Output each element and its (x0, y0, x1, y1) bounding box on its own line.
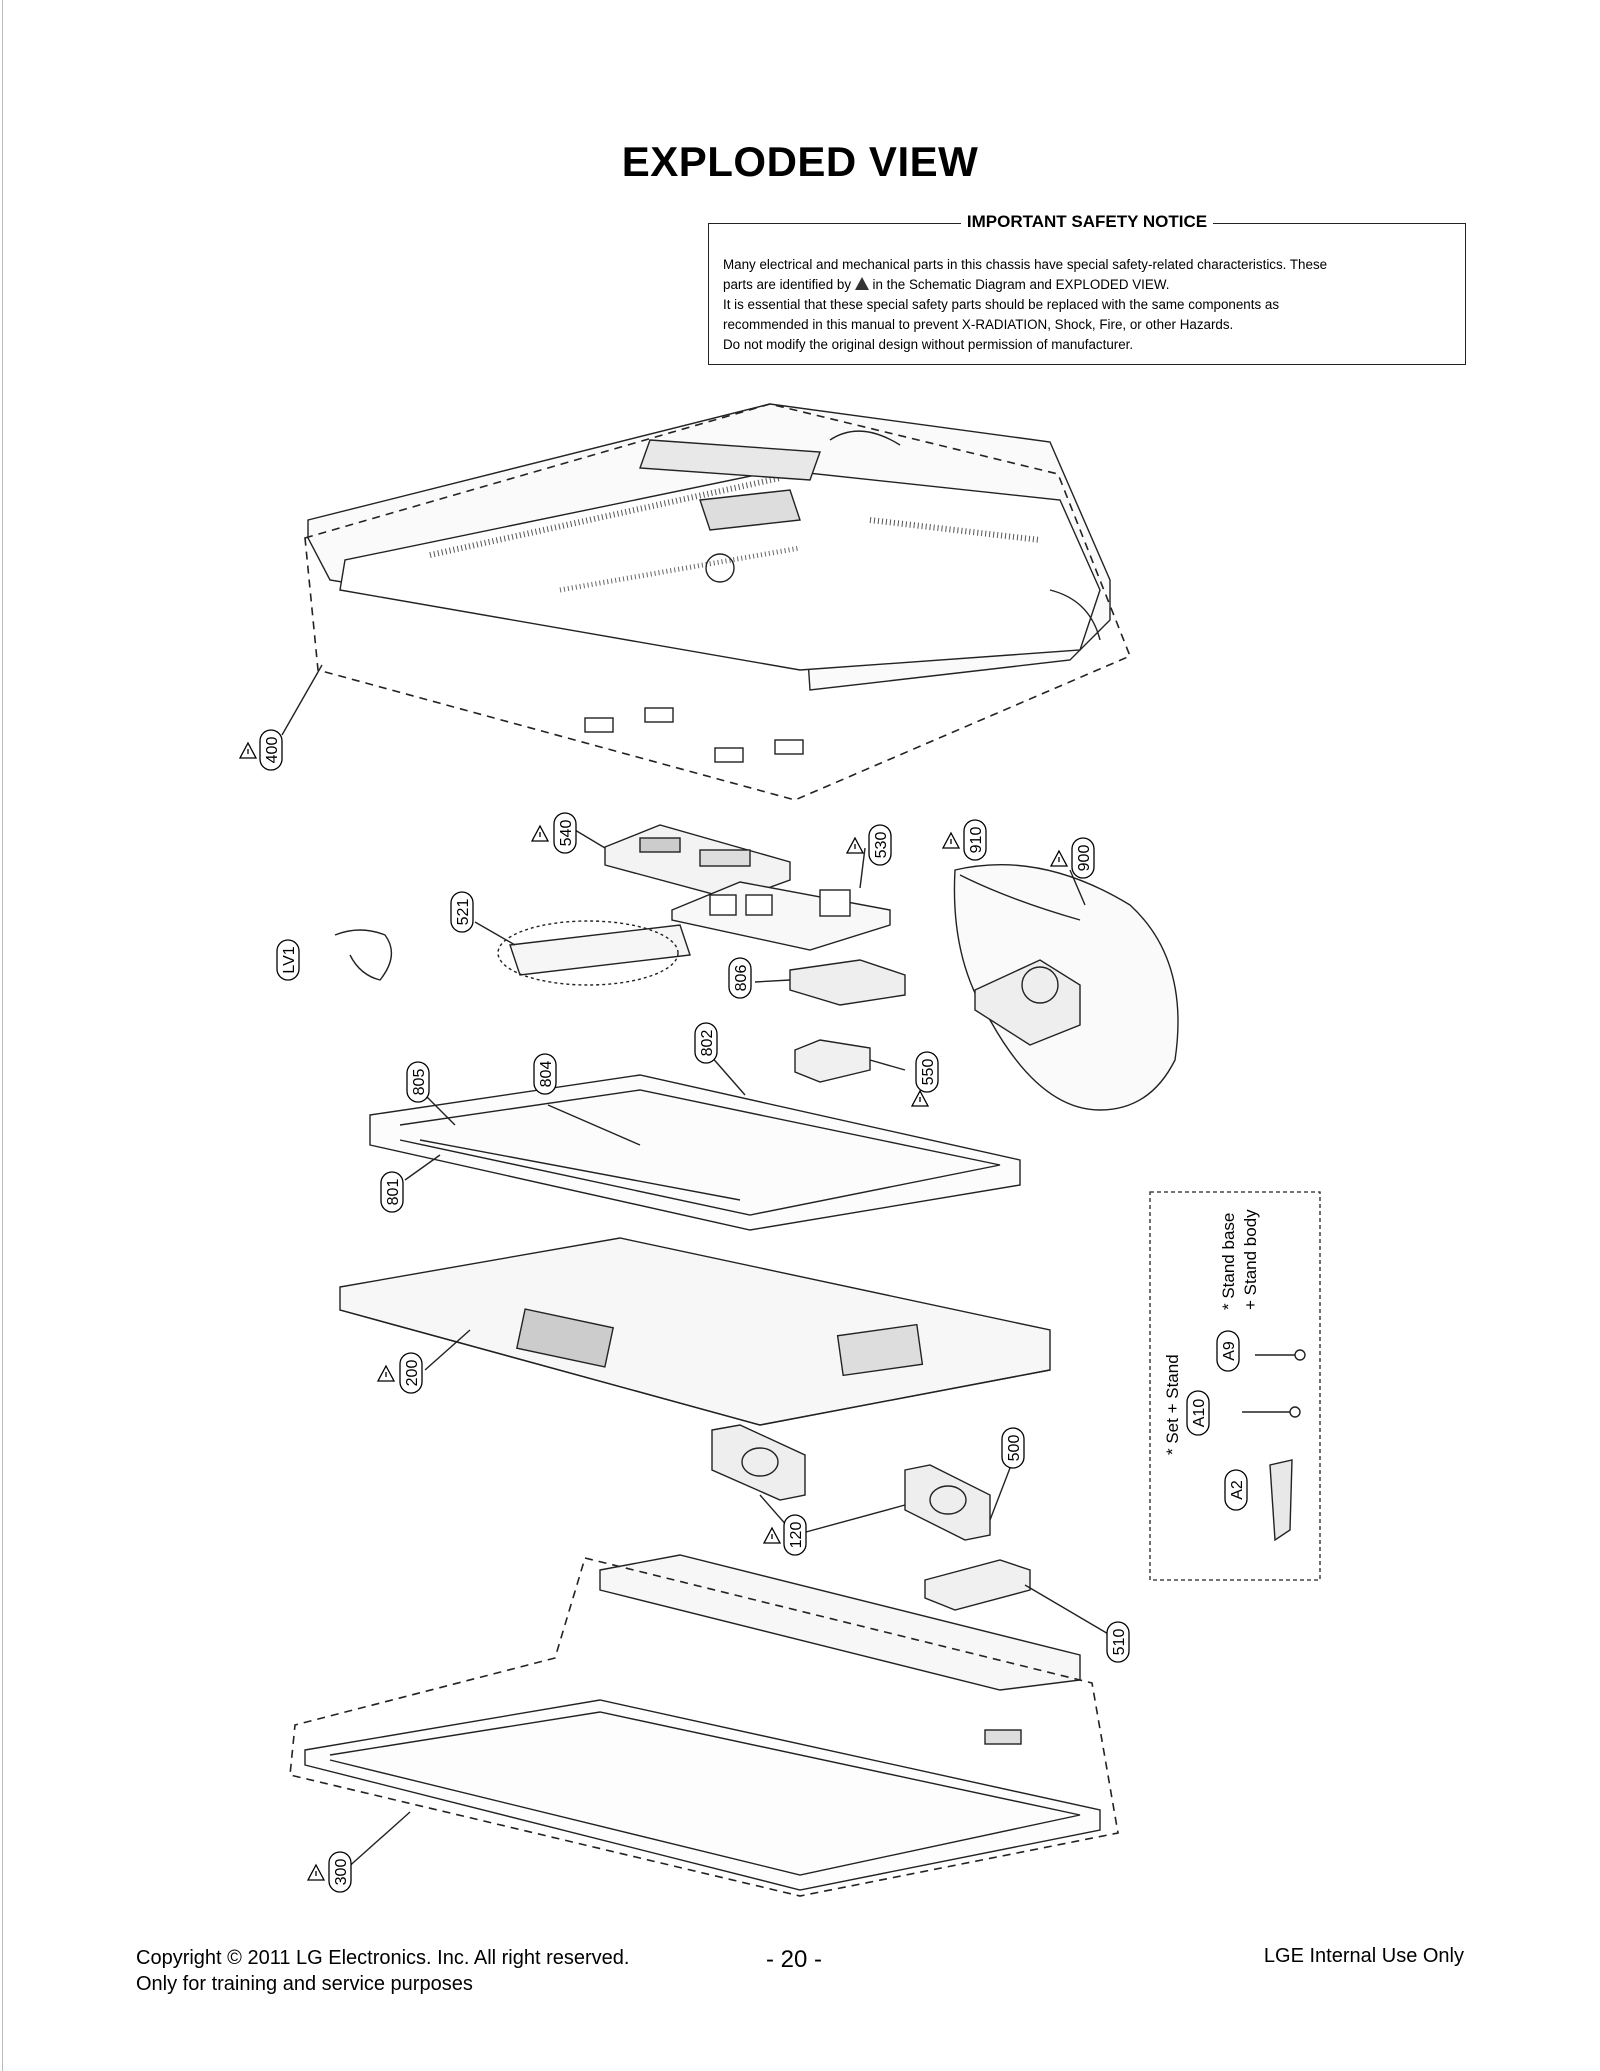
callout-510: 510 (1106, 1621, 1130, 1663)
screw-a9-part (1255, 1349, 1306, 1361)
callout-400: 400 (259, 729, 283, 771)
stand-accessory-box (1149, 1191, 1321, 1581)
svg-text:521: 521 (455, 899, 472, 926)
stand-body-label: + Stand body (1241, 1209, 1260, 1310)
ir-board-part (924, 1559, 1031, 1611)
power-board-part (671, 881, 891, 951)
callout-300: 300 (328, 1851, 352, 1893)
svg-text:120: 120 (788, 1522, 805, 1549)
notice-line-2: in the Schematic Diagram and EXPLODED VI… (872, 277, 1170, 292)
callout-805: 805 (406, 1061, 430, 1103)
callout-a10: A10 (1186, 1390, 1210, 1436)
svg-text:805: 805 (411, 1069, 428, 1096)
callout-500: 500 (1001, 1427, 1025, 1469)
callout-550: 550 (915, 1051, 939, 1093)
callout-521: 521 (450, 891, 474, 933)
page-title: EXPLODED VIEW (621, 138, 979, 185)
copyright-text: Copyright © 2011 LG Electronics. Inc. Al… (136, 1947, 630, 1969)
back-cover-group-outline (304, 403, 1132, 801)
svg-text:806: 806 (733, 965, 750, 992)
svg-text:801: 801 (385, 1179, 402, 1206)
callout-804: 804 (533, 1053, 557, 1095)
svg-text:A10: A10 (1191, 1399, 1208, 1428)
svg-text:802: 802 (699, 1030, 716, 1057)
callout-900: 900 (1071, 837, 1095, 879)
bracket-806-part (789, 959, 906, 1006)
internal-use-text: LGE Internal Use Only (1263, 1945, 1464, 1967)
side-bracket-part (497, 920, 691, 986)
front-cover-part (304, 1554, 1101, 1891)
warning-triangle-icon (854, 277, 869, 290)
chassis-part (339, 1237, 1051, 1426)
cover-a2-part (1269, 1459, 1293, 1542)
callout-806: 806 (728, 957, 752, 999)
callout-530: 530 (868, 824, 892, 866)
module-550-part (794, 1039, 871, 1083)
stand-part (953, 863, 1179, 1111)
safety-notice-box: IMPORTANT SAFETY NOTICE Many electrical … (708, 212, 1466, 365)
svg-text:LV1: LV1 (281, 946, 298, 973)
callout-200: 200 (399, 1352, 423, 1394)
callout-801: 801 (380, 1171, 404, 1213)
svg-text:500: 500 (1006, 1435, 1023, 1462)
page-left-border (2, 0, 3, 2071)
svg-text:530: 530 (873, 832, 890, 859)
page-number: - 20 - (766, 1946, 823, 1973)
notice-line-1: Many electrical and mechanical parts in … (723, 257, 1328, 272)
safety-notice-body: Many electrical and mechanical parts in … (723, 255, 1451, 355)
callout-910: 910 (963, 819, 987, 861)
svg-text:A9: A9 (1221, 1341, 1238, 1361)
svg-text:510: 510 (1111, 1629, 1128, 1656)
main-board-part (604, 824, 791, 901)
lvds-cable-part (334, 929, 393, 981)
svg-text:300: 300 (333, 1859, 350, 1886)
support-frame-part (369, 1074, 1021, 1231)
callout-120: 120 (783, 1514, 807, 1556)
stand-base-label: * Stand base (1219, 1213, 1238, 1310)
callout-lv1: LV1 (276, 939, 300, 981)
screw-a10-part (1242, 1406, 1301, 1418)
notice-line-5: Do not modify the original design withou… (723, 337, 1134, 352)
callout-a9: A9 (1216, 1330, 1240, 1372)
front-cover-group-outline (289, 1557, 1119, 1897)
callout-802: 802 (694, 1022, 718, 1064)
safety-notice-heading: IMPORTANT SAFETY NOTICE (960, 212, 1214, 231)
callout-540: 540 (553, 812, 577, 854)
svg-text:A2: A2 (1229, 1480, 1246, 1500)
set-stand-label: * Set + Stand (1163, 1354, 1182, 1455)
svg-text:550: 550 (920, 1059, 937, 1086)
speaker-part (711, 1424, 991, 1541)
notice-line-4: recommended in this manual to prevent X-… (723, 317, 1234, 332)
training-text: Only for training and service purposes (136, 1973, 473, 1995)
callout-a2: A2 (1224, 1469, 1248, 1511)
back-cover-part (307, 403, 1111, 763)
svg-text:900: 900 (1076, 845, 1093, 872)
notice-line-2-prefix: parts are identified by (723, 277, 852, 292)
svg-text:910: 910 (968, 827, 985, 854)
svg-text:200: 200 (404, 1360, 421, 1387)
footer-left: Copyright © 2011 LG Electronics. Inc. Al… (136, 1945, 629, 1997)
notice-line-3: It is essential that these special safet… (723, 297, 1280, 312)
svg-text:804: 804 (538, 1061, 555, 1088)
svg-text:540: 540 (558, 820, 575, 847)
svg-text:400: 400 (264, 737, 281, 764)
